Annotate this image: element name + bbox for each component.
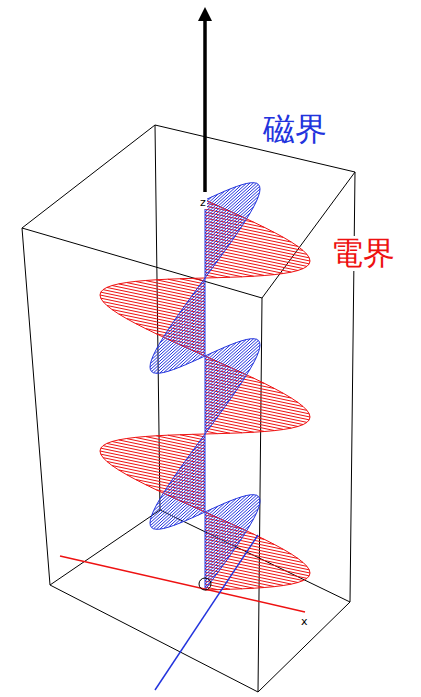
magnetic-field-line bbox=[205, 391, 236, 419]
field-label: 磁界 bbox=[262, 112, 328, 147]
electric-field-line bbox=[205, 416, 275, 431]
magnetic-field-line bbox=[205, 339, 256, 386]
x-axis-line bbox=[60, 556, 305, 612]
magnetic-field-line bbox=[205, 191, 225, 209]
magnetic-field-line bbox=[205, 503, 225, 521]
magnetic-field-line bbox=[205, 495, 250, 536]
axis-label: z bbox=[199, 197, 207, 209]
magnetic-field-envelope bbox=[150, 183, 260, 590]
magnetic-field-line bbox=[174, 293, 205, 321]
magnetic-field-line bbox=[169, 452, 205, 485]
electric-field-line bbox=[135, 281, 205, 296]
field-label: 電界 bbox=[330, 236, 396, 271]
magnetic-field-line bbox=[205, 499, 236, 527]
magnetic-field-line bbox=[205, 345, 231, 368]
magnetic-field-line bbox=[179, 290, 205, 313]
wave-hatching bbox=[100, 183, 310, 590]
y-axis-line bbox=[155, 535, 258, 690]
magnetic-field-line bbox=[185, 287, 205, 305]
electric-field bbox=[100, 200, 310, 590]
magnetic-field-line bbox=[152, 479, 205, 528]
magnetic-field-line bbox=[205, 376, 246, 413]
magnetic-field-line bbox=[169, 296, 205, 329]
magnetic-field-line bbox=[205, 343, 236, 371]
magnetic-field-line bbox=[205, 220, 246, 257]
magnetic-field-line bbox=[205, 194, 218, 206]
magnetic-field-line bbox=[185, 443, 205, 461]
electric-field-line bbox=[205, 260, 275, 275]
magnetic-field-line bbox=[205, 347, 225, 365]
magnetic-field-line bbox=[179, 344, 205, 367]
magnetic-field-line bbox=[205, 508, 258, 557]
magnetic-field-line bbox=[205, 506, 218, 518]
magnetic-field-line bbox=[152, 311, 205, 360]
magnetic-field-line bbox=[205, 183, 256, 230]
magnetic-field-line bbox=[205, 496, 258, 545]
magnetic-field-line bbox=[179, 446, 205, 469]
magnetic-field-line bbox=[152, 467, 205, 516]
magnetic-field-line bbox=[154, 482, 205, 529]
box-frame bbox=[22, 125, 355, 692]
magnetic-field-line bbox=[205, 352, 258, 401]
magnetic-field-line bbox=[164, 455, 205, 492]
electric-field-line bbox=[135, 437, 205, 452]
magnetic-field-line bbox=[205, 495, 256, 542]
magnetic-field-line bbox=[205, 497, 241, 530]
origin-circle bbox=[199, 578, 211, 590]
magnetic-field-line bbox=[160, 302, 205, 343]
magnetic-field-line bbox=[160, 458, 205, 499]
magnetic-field-line bbox=[205, 189, 231, 212]
magnetic-field-line bbox=[205, 341, 241, 374]
magnetic-field-line bbox=[205, 340, 258, 389]
magnetic-field-line bbox=[205, 350, 218, 362]
magnetic-field-line bbox=[205, 196, 258, 245]
magnetic-field-line bbox=[205, 340, 246, 377]
magnetic-field-line bbox=[152, 323, 205, 372]
magnetic-field-line bbox=[192, 284, 205, 296]
magnetic-field-line bbox=[164, 491, 205, 528]
electric-field-line bbox=[205, 572, 275, 587]
magnetic-field-line bbox=[179, 500, 205, 523]
propagation-arrow bbox=[203, 14, 207, 192]
magnetic-field bbox=[150, 183, 260, 590]
magnetic-field-line bbox=[205, 185, 241, 218]
magnetic-field-line bbox=[205, 496, 246, 533]
magnetic-field-line bbox=[174, 341, 205, 369]
magnetic-field-line bbox=[205, 501, 231, 524]
electric-field-envelope bbox=[100, 200, 310, 590]
magnetic-field-line bbox=[192, 440, 205, 452]
magnetic-field-line bbox=[154, 464, 205, 511]
magnetic-field-line bbox=[205, 187, 236, 215]
magnetic-field-line bbox=[205, 555, 231, 578]
magnetic-field-line bbox=[205, 243, 231, 266]
magnetic-field-line bbox=[174, 449, 205, 477]
magnetic-field-line bbox=[174, 497, 205, 525]
magnetic-field-line bbox=[154, 326, 205, 373]
magnetic-field-line bbox=[205, 547, 236, 575]
magnetic-field-line bbox=[205, 235, 236, 263]
z-axis-line bbox=[205, 200, 206, 590]
magnetic-field-line bbox=[154, 308, 205, 355]
magnetic-field-line bbox=[164, 299, 205, 336]
magnetic-field-line bbox=[205, 399, 231, 422]
magnetic-field-line bbox=[205, 184, 258, 233]
magnetic-field-line bbox=[164, 335, 205, 372]
axis-label: x bbox=[300, 616, 309, 628]
magnetic-field-line bbox=[205, 184, 246, 221]
magnetic-field-line bbox=[205, 183, 250, 224]
magnetic-field-line bbox=[205, 339, 250, 380]
